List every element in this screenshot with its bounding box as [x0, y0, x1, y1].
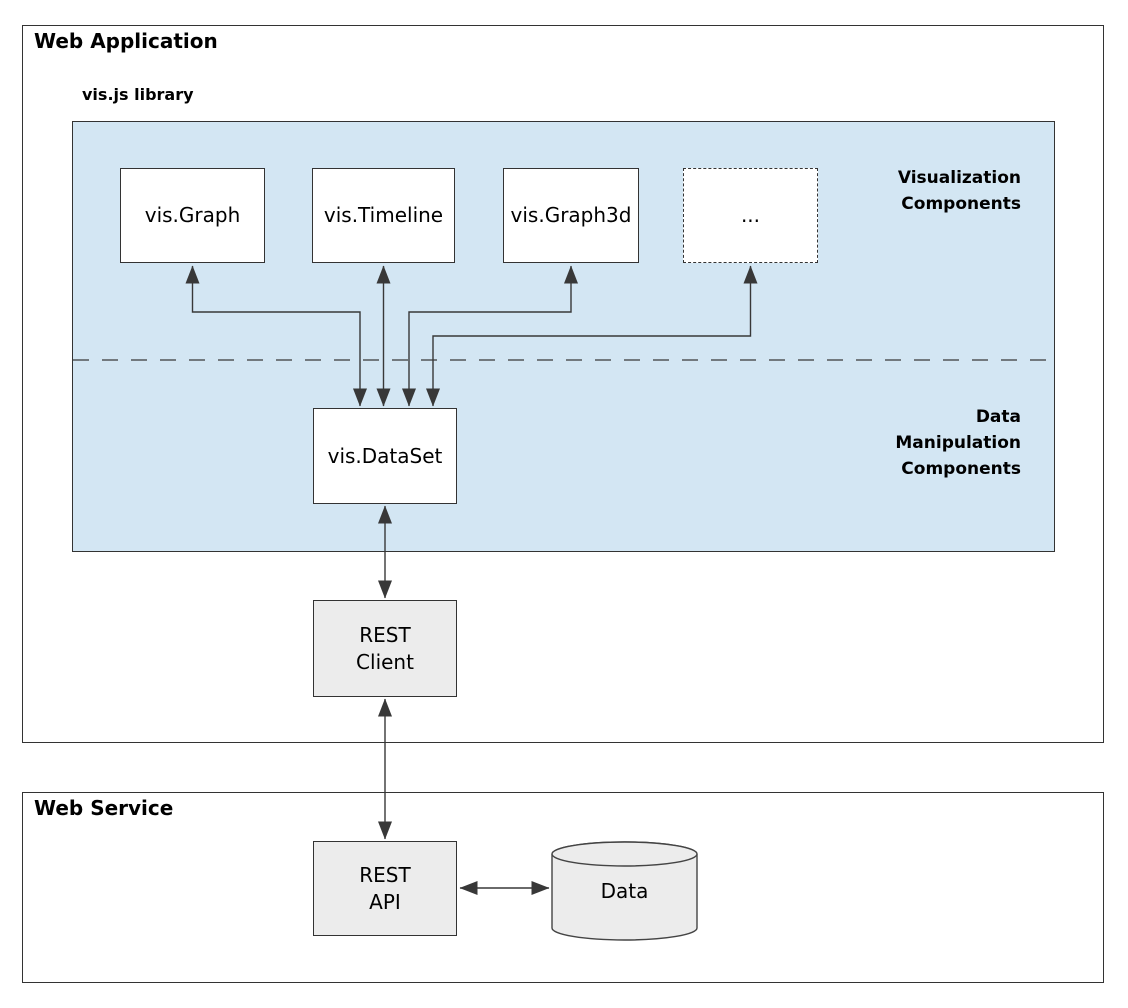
- visjs-library-label: vis.js library: [82, 85, 194, 104]
- vis-dataset-box: vis.DataSet: [313, 408, 457, 504]
- rest-client-box: REST Client: [313, 600, 457, 697]
- vis-graph3d-box: vis.Graph3d: [503, 168, 639, 263]
- other-components-box: ...: [683, 168, 818, 263]
- vis-graph-box: vis.Graph: [120, 168, 265, 263]
- visualization-components-label: Visualization Components: [897, 168, 1021, 214]
- data-manipulation-components-label: Data Manipulation Components: [895, 407, 1021, 479]
- web-service-title: Web Service: [34, 796, 174, 820]
- web-application-title: Web Application: [34, 29, 218, 53]
- data-store-label: Data: [600, 879, 649, 903]
- vis-timeline-box: vis.Timeline: [312, 168, 455, 263]
- rest-api-box: REST API: [313, 841, 457, 936]
